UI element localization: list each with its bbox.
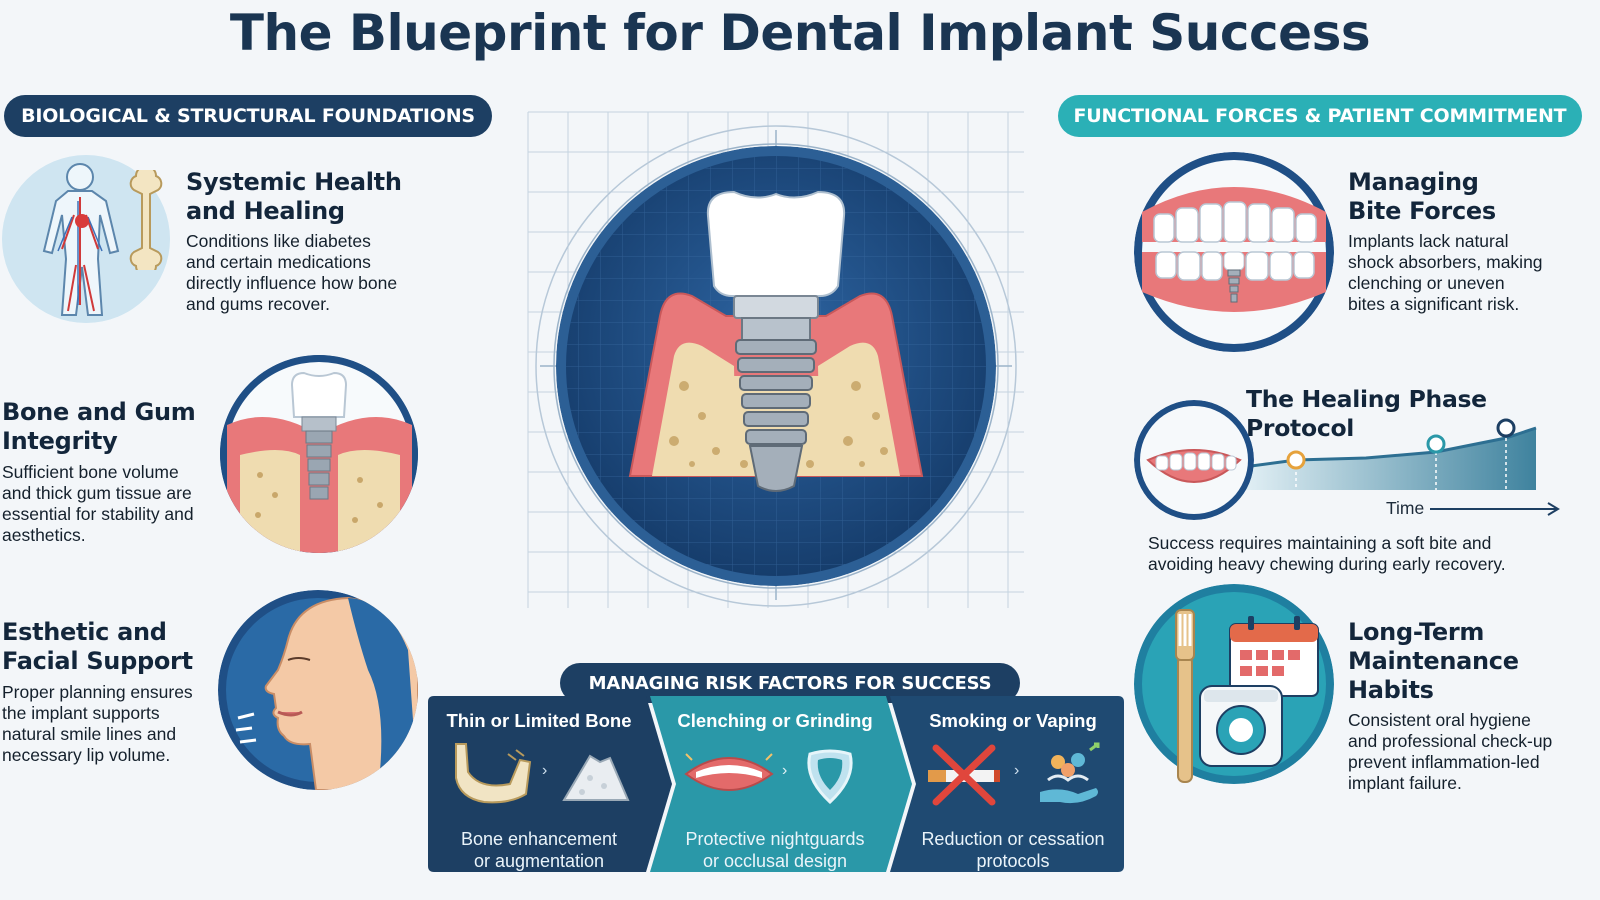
support-hand-icon	[1034, 740, 1104, 810]
floss-icon	[1198, 684, 1284, 768]
item-title-healing-phase: The Healing Phase Protocol	[1246, 385, 1487, 442]
calendar-icon	[1228, 614, 1320, 698]
jawbone-icon	[450, 738, 536, 808]
toothbrush-icon	[1168, 606, 1202, 784]
nightguard-icon	[802, 746, 858, 806]
section-header-functional: FUNCTIONAL FORCES & PATIENT COMMITMENT	[1058, 95, 1582, 137]
risk-panel-clenching: Clenching or Grinding › Protective night…	[664, 696, 886, 872]
section-header-biological: BIOLOGICAL & STRUCTURAL FOUNDATIONS	[4, 95, 492, 137]
risk-panels-background	[428, 696, 1124, 872]
timeline-axis-label: Time	[1380, 498, 1431, 519]
mouth-icon	[682, 748, 776, 800]
healing-timeline-chart	[1235, 412, 1566, 532]
risk-title: Clenching or Grinding	[677, 710, 873, 731]
arrow-icon: ›	[1014, 762, 1020, 779]
implant-hero-illustration	[556, 146, 996, 586]
implant-cross-section-icon	[220, 355, 418, 553]
page-title: The Blueprint for Dental Implant Success	[229, 4, 1371, 62]
face-profile-icon	[218, 590, 418, 790]
item-text-healing-phase: Success requires maintaining a soft bite…	[1148, 533, 1506, 574]
risk-panel-smoking: Smoking or Vaping › Reduction or cessati…	[902, 696, 1124, 872]
risk-title: Thin or Limited Bone	[446, 710, 632, 731]
arrow-icon: ›	[782, 762, 788, 779]
smile-icon	[1134, 400, 1254, 520]
cigarette-icon	[924, 742, 1004, 808]
bone-graft-icon	[560, 748, 632, 804]
teeth-icon	[1134, 152, 1334, 352]
risk-title: Smoking or Vaping	[929, 710, 1097, 731]
bone-icon	[124, 165, 168, 277]
arrow-icon: ›	[542, 762, 548, 779]
